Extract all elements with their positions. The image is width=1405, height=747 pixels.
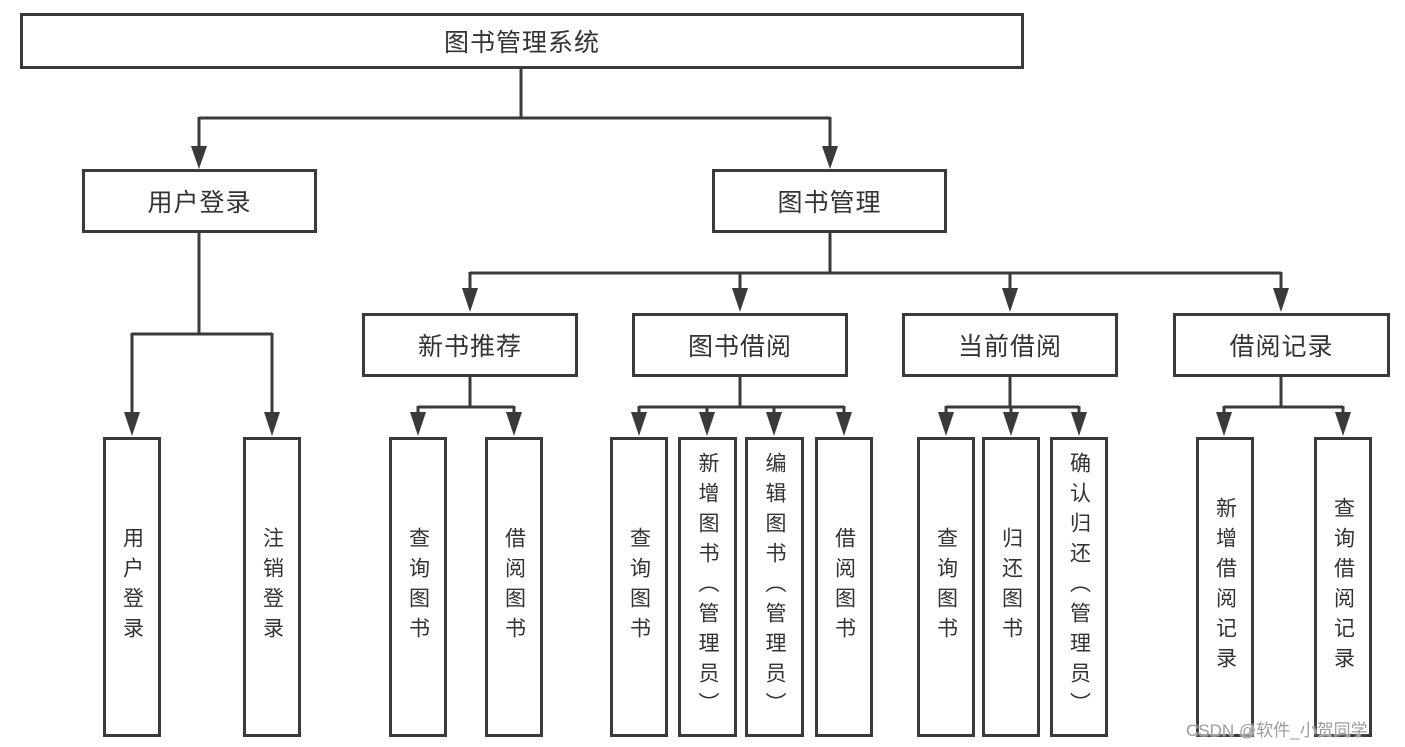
node-add-books-admin: 新增图书（管理员） (678, 437, 737, 737)
arrowhead-icon (1216, 412, 1232, 436)
arrowhead-icon (462, 288, 478, 312)
node-label: 新增借阅记录 (1213, 497, 1237, 677)
node-user-login: 用户登录 (82, 169, 317, 233)
node-label: 新书推荐 (417, 333, 522, 361)
node-label: 用户登录 (120, 527, 144, 647)
arrowhead-icon (124, 412, 140, 436)
arrowhead-icon (732, 288, 748, 312)
node-borrow-books-recommend: 借阅图书 (485, 437, 543, 737)
arrowhead-icon (1003, 412, 1019, 436)
node-edit-books-admin: 编辑图书（管理员） (745, 437, 804, 737)
arrowhead-icon (938, 412, 954, 436)
node-label: 查询图书 (406, 527, 430, 647)
arrowhead-icon (410, 412, 426, 436)
node-borrowing-records: 借阅记录 (1173, 313, 1390, 377)
node-query-books-borrowing: 查询图书 (610, 437, 668, 737)
node-query-books-current: 查询图书 (917, 437, 975, 737)
node-query-borrow-record: 查询借阅记录 (1314, 437, 1372, 737)
node-library-management-system: 图书管理系统 (20, 13, 1024, 69)
node-label: 新增图书（管理员） (696, 452, 720, 722)
node-new-book-recommend: 新书推荐 (362, 313, 578, 377)
node-label: 当前借阅 (957, 333, 1062, 361)
node-user-login-action: 用户登录 (103, 437, 161, 737)
arrowhead-icon (766, 412, 782, 436)
arrowhead-icon (822, 146, 838, 169)
node-add-borrow-record: 新增借阅记录 (1196, 437, 1254, 737)
arrowhead-icon (506, 412, 522, 436)
node-label: 查询图书 (627, 527, 651, 647)
node-book-management: 图书管理 (712, 169, 947, 233)
node-query-books-recommend: 查询图书 (389, 437, 447, 737)
node-confirm-return-admin: 确认归还（管理员） (1050, 437, 1108, 737)
node-label: 确认归还（管理员） (1067, 452, 1091, 722)
node-label: 图书管理 (777, 189, 882, 217)
node-label: 查询图书 (934, 527, 958, 647)
arrowhead-icon (699, 412, 715, 436)
node-book-borrowing: 图书借阅 (632, 313, 848, 377)
node-borrow-books-borrowing: 借阅图书 (815, 437, 873, 737)
node-label: 注销登录 (260, 527, 284, 647)
arrowhead-icon (631, 412, 647, 436)
arrowhead-icon (191, 146, 207, 169)
node-return-books: 归还图书 (982, 437, 1040, 737)
node-label: 借阅图书 (502, 527, 526, 647)
node-label: 用户登录 (147, 189, 252, 217)
node-label: 图书管理系统 (443, 29, 600, 57)
node-label: 编辑图书（管理员） (763, 452, 787, 722)
arrowhead-icon (1335, 412, 1351, 436)
arrowhead-icon (1071, 412, 1087, 436)
node-label: 借阅图书 (832, 527, 856, 647)
node-label: 图书借阅 (687, 333, 792, 361)
arrowhead-icon (836, 412, 852, 436)
node-label: 归还图书 (999, 527, 1023, 647)
arrowhead-icon (264, 412, 280, 436)
node-logout-action: 注销登录 (243, 437, 301, 737)
node-label: 借阅记录 (1229, 333, 1334, 361)
arrowhead-icon (1002, 288, 1018, 312)
arrowhead-icon (1273, 288, 1289, 312)
node-current-borrowing: 当前借阅 (902, 313, 1118, 377)
csdn-watermark: CSDN @软件_小贺同学 (1186, 721, 1368, 740)
node-label: 查询借阅记录 (1331, 497, 1355, 677)
